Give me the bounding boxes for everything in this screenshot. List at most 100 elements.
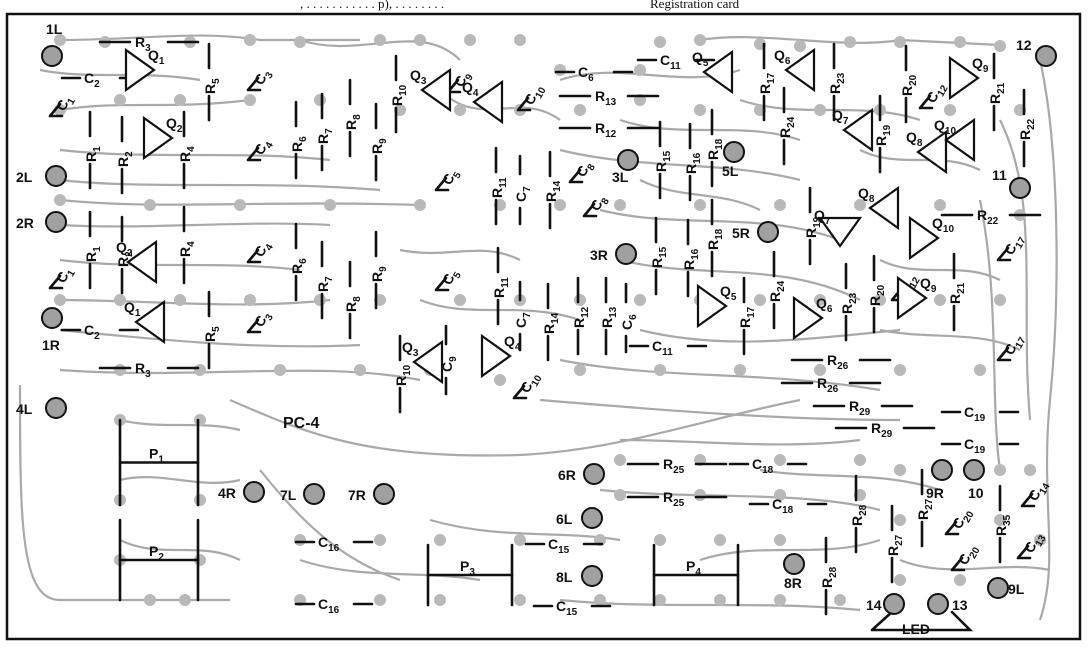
copper-trace <box>599 208 841 242</box>
solder-via <box>794 40 806 52</box>
pad-circle <box>45 397 67 419</box>
component-label: C14 <box>1025 477 1053 506</box>
component-label: R9 <box>369 266 389 282</box>
resistor-r15: R15 <box>653 120 673 200</box>
solder-via <box>244 94 256 106</box>
capacitor-c16: C16 <box>294 534 374 554</box>
component-label: R14 <box>543 180 563 202</box>
component-label: C20 <box>949 505 977 534</box>
solder-via <box>614 489 626 501</box>
transistor-outline <box>412 339 444 385</box>
pad-circle <box>617 149 639 171</box>
solder-via <box>654 534 666 546</box>
copper-trace <box>419 298 581 322</box>
component-label: C3 <box>251 308 276 332</box>
solder-via <box>994 464 1006 476</box>
pad-circle <box>757 221 779 243</box>
component-label: R35 <box>993 514 1013 536</box>
component-label: Q3 <box>402 339 419 359</box>
pad-label: 8L <box>556 569 573 585</box>
copper-trace <box>299 38 461 61</box>
solder-via <box>634 64 646 76</box>
transistor-outline <box>842 107 874 153</box>
connection-pad-7l: 7L <box>280 483 325 505</box>
component-label: R3 <box>135 360 151 380</box>
connection-pad-6l: 6L <box>556 507 603 529</box>
pad-circle <box>581 507 603 529</box>
pad-circle <box>1035 45 1057 67</box>
solder-via <box>274 364 286 376</box>
resistor-r26: R26 <box>790 352 892 372</box>
capacitor-c2: C2 <box>60 322 140 342</box>
solder-via <box>714 594 726 606</box>
resistor-r12: R12 <box>558 120 660 140</box>
solder-via <box>994 40 1006 52</box>
capacitor-c10: C10 <box>516 85 549 112</box>
solder-via <box>1024 464 1036 476</box>
component-label: Q8 <box>906 129 923 149</box>
component-label: C6 <box>619 314 639 330</box>
pad-circle <box>615 243 637 265</box>
copper-trace <box>539 398 901 422</box>
transistor-q8: Q8 <box>858 185 900 231</box>
component-label: R17 <box>737 306 757 328</box>
copper-trace <box>18 384 230 602</box>
copper-trace <box>59 328 361 348</box>
solder-via <box>554 199 566 211</box>
transistor-outline <box>908 215 940 261</box>
connection-pad-3r: 3R <box>590 243 637 265</box>
copper-trace <box>879 328 1021 351</box>
component-label: R21 <box>947 282 967 304</box>
component-label: R29 <box>849 398 871 418</box>
component-label: C17 <box>1001 331 1029 360</box>
transistor-outline <box>126 239 158 285</box>
component-label: C6 <box>578 64 594 84</box>
component-label: R19 <box>873 124 893 146</box>
transistor-q1: Q1 <box>124 47 165 93</box>
component-label: R17 <box>757 72 777 94</box>
connection-pad-4l: 4L <box>16 397 67 419</box>
component-label: R24 <box>777 116 797 138</box>
solder-via <box>174 94 186 106</box>
solder-via <box>1034 534 1046 546</box>
pad-label: 1R <box>42 337 60 353</box>
transistor-outline <box>134 299 166 345</box>
resistor-r23: R23 <box>839 262 859 342</box>
component-label: C9 <box>439 356 459 372</box>
resistor-r3: R3 <box>98 34 200 54</box>
solder-via <box>694 489 706 501</box>
resistor-r6: R6 <box>289 100 309 180</box>
copper-trace <box>299 558 481 582</box>
capacitor-c17: C17 <box>996 235 1029 262</box>
component-label: R26 <box>817 375 839 395</box>
pad-label: 6L <box>556 511 573 527</box>
led-component: LED <box>870 610 974 637</box>
pad-label: 6R <box>558 467 576 483</box>
copper-trace <box>39 68 201 82</box>
pad-label: 13 <box>952 597 968 613</box>
capacitor-c18: C18 <box>728 456 808 476</box>
capacitor-c3: C3 <box>246 308 276 334</box>
solder-via <box>974 364 986 376</box>
component-label: C4 <box>251 238 276 262</box>
component-label: C16 <box>318 534 340 554</box>
component-label: R8 <box>343 296 363 312</box>
potentiometer-p2: P2 <box>118 518 200 602</box>
capacitor-c10: C10 <box>512 373 545 400</box>
component-label: R2 <box>115 251 135 267</box>
component-label: C19 <box>964 436 986 456</box>
solder-via <box>814 364 826 376</box>
pad-label: 9L <box>1008 581 1025 597</box>
transistor-outline <box>944 117 976 163</box>
solder-via <box>514 534 526 546</box>
connection-pad-7r: 7R <box>348 483 395 505</box>
resistor-r9: R9 <box>369 230 389 310</box>
component-label: R7 <box>315 128 335 144</box>
component-label: R21 <box>987 82 1007 104</box>
connection-pad-12: 12 <box>1016 37 1057 67</box>
transistor-outline <box>792 295 824 341</box>
capacitor-c5: C5 <box>434 170 464 192</box>
copper-trace <box>119 539 241 561</box>
solder-via <box>194 414 206 426</box>
